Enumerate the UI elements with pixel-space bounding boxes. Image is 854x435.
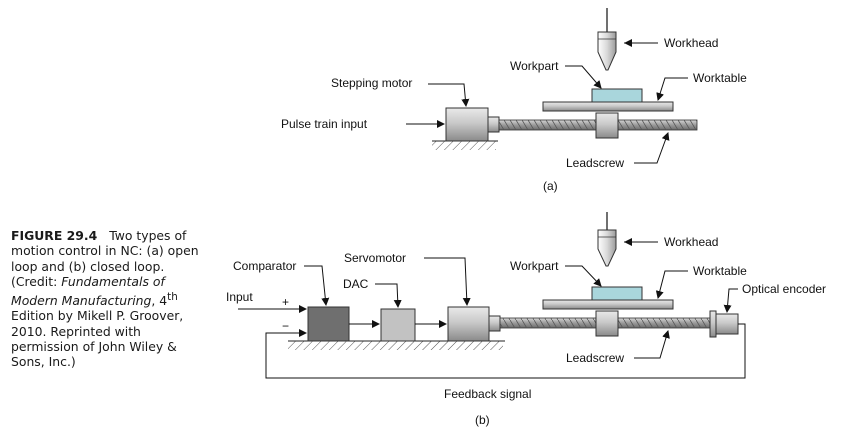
workhead-tool-b (597, 229, 617, 267)
label-stepping-motor: Stepping motor (331, 76, 412, 90)
label-workhead-b: Workhead (664, 235, 718, 249)
caption-edition-prefix: , 4 (151, 292, 168, 308)
figure-number: FIGURE 29.4 (11, 228, 98, 243)
diagram-a: Workhead Workpart Worktable Stepping mot… (281, 8, 747, 193)
servo-shaft-collar (488, 315, 501, 332)
sublabel-b: (b) (475, 413, 490, 427)
optical-encoder (715, 313, 739, 335)
label-workpart-b: Workpart (510, 259, 559, 273)
feedback-loop-line (265, 323, 746, 379)
worktable (542, 101, 674, 112)
caption-edition-sup: th (167, 290, 178, 303)
label-minus: − (282, 319, 289, 333)
stepping-motor (445, 107, 489, 142)
ground-hatch (432, 141, 496, 150)
workpart (591, 88, 643, 103)
label-worktable-b: Worktable (693, 264, 747, 278)
workpart-b (591, 286, 643, 301)
workhead-tool (597, 31, 617, 71)
servomotor (447, 306, 490, 342)
caption-text: Two types of motion control in NC: (a) o… (11, 228, 199, 290)
comparator-block (307, 306, 350, 342)
dac-block (380, 308, 416, 342)
label-workhead-a: Workhead (664, 36, 718, 50)
label-feedback-signal: Feedback signal (444, 387, 531, 401)
label-leadscrew-b: Leadscrew (566, 351, 624, 365)
label-worktable-a: Worktable (693, 71, 747, 85)
motor-shaft-collar (487, 116, 500, 133)
label-servomotor: Servomotor (344, 251, 406, 265)
caption-text-after: Edition by Mikell P. Groover, 2010. Repr… (11, 308, 184, 370)
label-leadscrew-a: Leadscrew (566, 156, 624, 170)
label-plus: + (282, 295, 289, 309)
label-dac: DAC (343, 277, 369, 291)
label-workpart-a: Workpart (510, 59, 559, 73)
label-optical-encoder: Optical encoder (742, 282, 826, 296)
label-comparator: Comparator (233, 259, 296, 273)
sublabel-a: (a) (543, 179, 558, 193)
worktable-b (542, 299, 674, 310)
optical-encoder-flange (709, 310, 717, 338)
leadscrew-nut-b (595, 310, 619, 337)
label-input: Input (226, 290, 253, 304)
label-pulse-train-input: Pulse train input (281, 117, 368, 131)
ground-hatch-b (288, 341, 503, 350)
leadscrew-nut (595, 112, 619, 139)
diagram-b: Workhead Workpart Worktable Comparator S… (226, 212, 826, 427)
caption-book-title: Fundamentals of Modern Manufacturing (11, 274, 165, 308)
